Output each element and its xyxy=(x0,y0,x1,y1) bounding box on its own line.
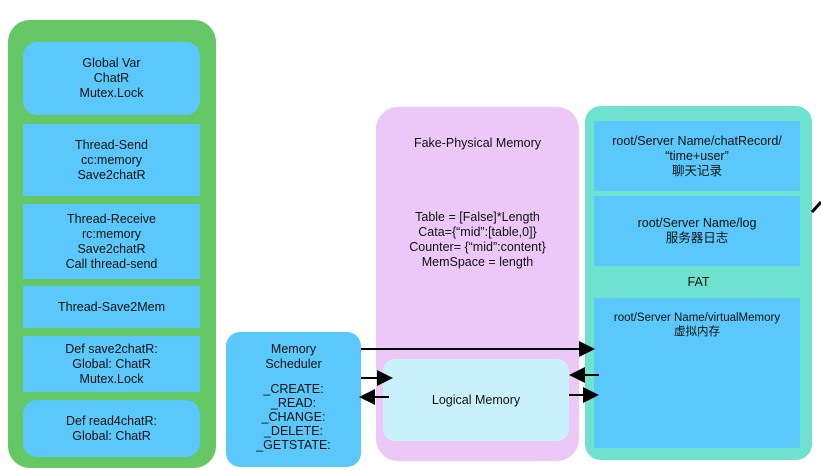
virtual-memory-box: root/Server Name/virtualMemory 虚拟内存 xyxy=(594,298,800,448)
fake-physical-memory-definitions: Table = [False]*Length Cata={“mid”:[tabl… xyxy=(409,210,546,269)
log-box: root/Server Name/log 服务器日志 xyxy=(594,196,800,266)
def-read4chatr-box: Def read4chatR: Global: ChatR xyxy=(23,400,200,457)
memory-scheduler-title: Memory Scheduler xyxy=(265,342,322,371)
def-save2chatr-box: Def save2chatR: Global: ChatR Mutex.Lock xyxy=(23,336,200,392)
fat-label: FAT xyxy=(687,275,710,289)
thread-receive-box: Thread-Receive rc:memory Save2chatR Call… xyxy=(23,204,200,279)
chat-record-box: root/Server Name/chatRecord/ “time+user”… xyxy=(594,121,800,191)
memory-scheduler-box: Memory Scheduler _CREATE: _READ: _CHANGE… xyxy=(226,332,361,467)
global-var-box: Global Var ChatR Mutex.Lock xyxy=(23,42,200,115)
fake-physical-memory-title: Fake-Physical Memory xyxy=(413,136,542,150)
logical-memory-box: Logical Memory xyxy=(383,359,569,441)
thread-send-box: Thread-Send cc:memory Save2chatR xyxy=(23,124,200,196)
arrow-offscreen-partial xyxy=(810,200,821,214)
thread-save2mem-box: Thread-Save2Mem xyxy=(23,286,200,328)
memory-scheduler-operations: _CREATE: _READ: _CHANGE: _DELETE: _GETST… xyxy=(256,382,331,452)
